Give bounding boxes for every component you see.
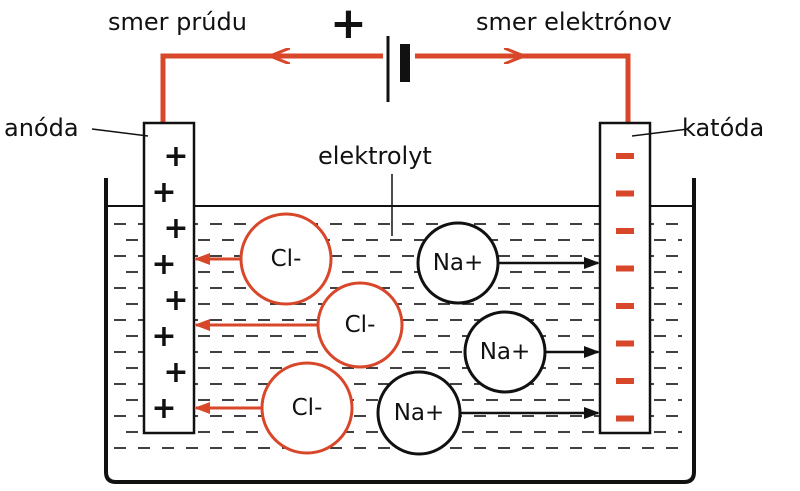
anode-electrode (142, 121, 196, 435)
anode-leader-line (91, 128, 149, 137)
current-direction-label: smer prúdu (108, 8, 247, 36)
cathode-minus-mark (616, 228, 634, 234)
ion-3-label: Na+ (479, 339, 531, 365)
cathode-minus-mark (616, 190, 634, 197)
ion-4-label: Cl- (291, 395, 323, 421)
anode-plus-sign: + (151, 247, 176, 282)
electrolyte-label: elektrolyt (318, 142, 432, 170)
anode-label: anóda (4, 114, 79, 142)
cathode-minus-mark (616, 340, 634, 347)
ion-1-label: Na+ (432, 250, 484, 276)
ion-0-circle (239, 212, 333, 306)
electron-direction-label: smer elektrónov (476, 8, 672, 36)
anode-plus-sign: + (151, 319, 176, 354)
ion-5-label: Na+ (393, 400, 445, 426)
anode-plus-sign: + (163, 211, 188, 246)
anode-plus-sign: + (151, 175, 176, 210)
battery-plus-sign: + (330, 0, 367, 49)
electrolysis-vessel (104, 178, 696, 484)
cathode-minus-mark (616, 303, 634, 309)
anode-plus-sign: + (163, 283, 188, 318)
cathode-electrode (598, 121, 652, 435)
cathode-leader-line (631, 128, 689, 137)
ion-4-circle (260, 361, 354, 455)
battery-negative-plate (400, 44, 410, 82)
anode-plus-sign: + (163, 139, 188, 174)
cathode-minus-mark (616, 378, 634, 384)
anode-plus-sign: + (163, 355, 188, 390)
cathode-minus-mark (616, 265, 634, 272)
ion-3-circle (463, 310, 547, 394)
cathode-minus-mark (616, 415, 634, 422)
cathode-minus-mark (616, 153, 634, 159)
ion-2-label: Cl- (344, 312, 376, 338)
ion-2-circle (316, 281, 404, 369)
ion-5-circle (376, 370, 462, 456)
anode-plus-sign: + (151, 391, 176, 426)
cathode-label: katóda (682, 114, 765, 142)
ion-1-circle (416, 221, 500, 305)
ion-0-label: Cl- (270, 246, 302, 272)
